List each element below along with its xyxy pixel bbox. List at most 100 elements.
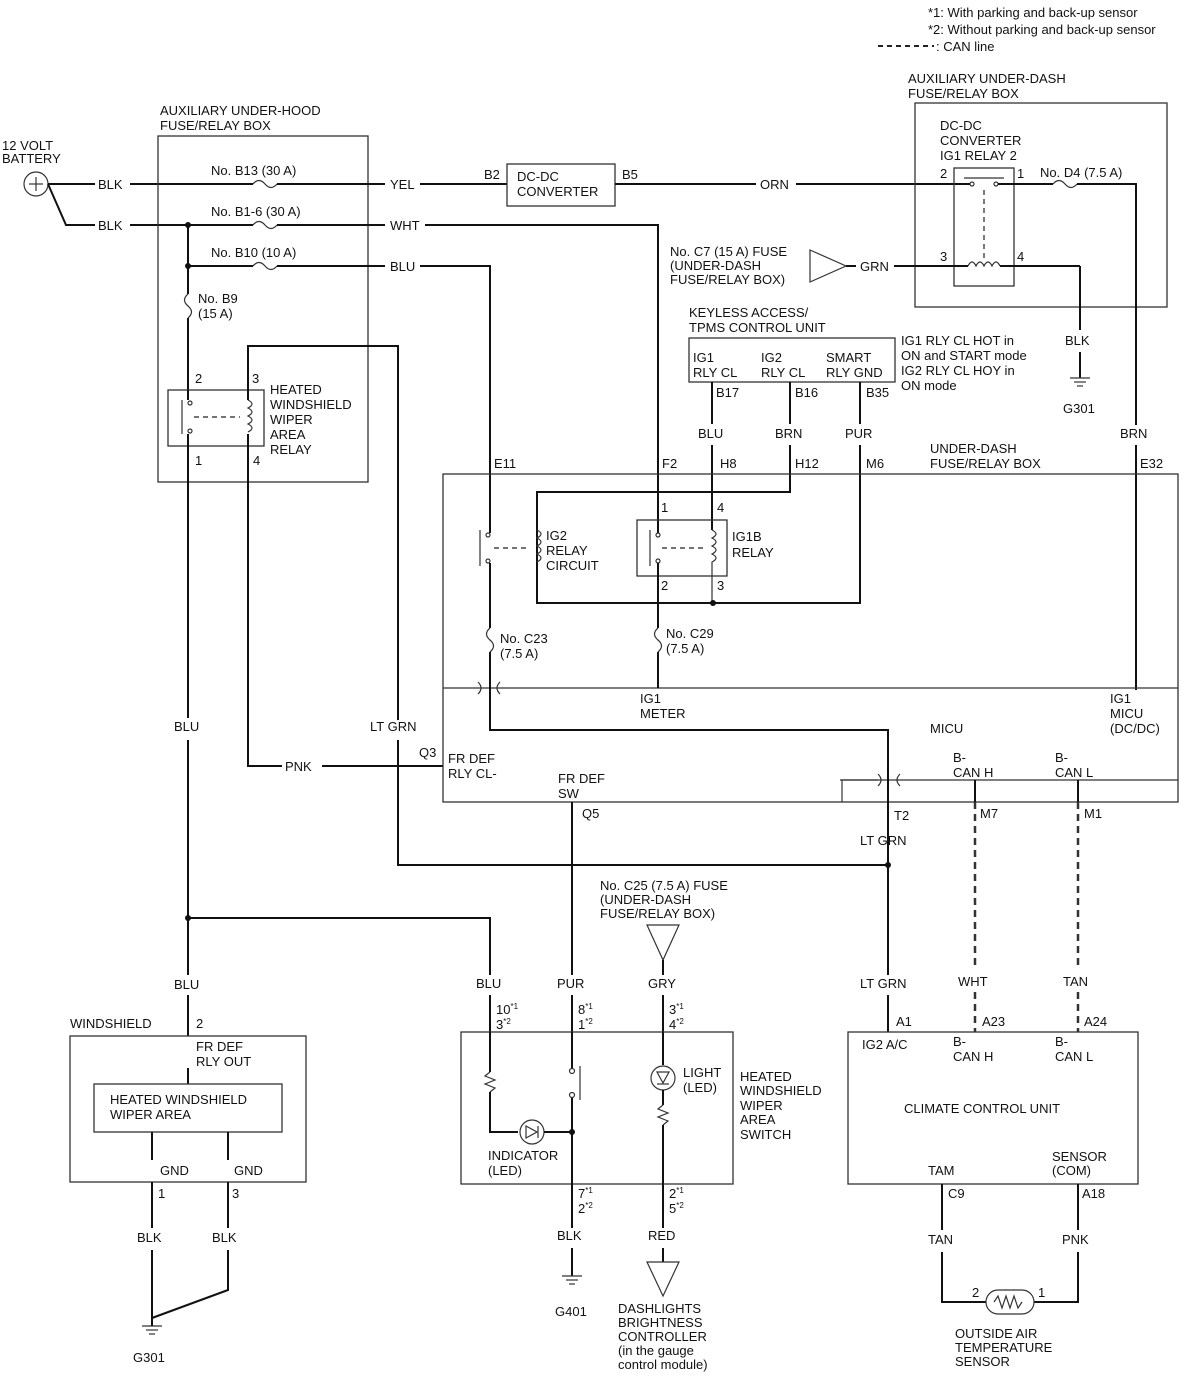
ig2-relay-switch-icon — [479, 530, 491, 566]
fuse-b10-icon — [252, 261, 278, 271]
wire-blk-2: BLK — [98, 218, 123, 233]
ud-pin-t2: T2 — [894, 808, 909, 823]
fuse-b9-label-2: (15 A) — [198, 306, 233, 321]
wire-tan-can: TAN — [1063, 974, 1088, 989]
climate-canh-2: CAN H — [953, 1049, 993, 1064]
wire-wht-can: WHT — [958, 974, 988, 989]
wire-wht: WHT — [390, 218, 420, 233]
fr-def-rly-cl-1: FR DEF — [448, 751, 495, 766]
hood-relay-pin-3: 3 — [252, 371, 259, 386]
wire-blk-ws-3: BLK — [212, 1230, 237, 1245]
wire-red: RED — [648, 1228, 675, 1243]
fuse-c23-icon — [485, 627, 495, 653]
under-dash-title-1: UNDER-DASH — [930, 441, 1017, 456]
wire-brn-right: BRN — [1120, 426, 1147, 441]
aux-relay-pin-4: 4 — [1017, 249, 1024, 264]
ig1b-pin-1: 1 — [661, 500, 668, 515]
ground-icon-g301 — [142, 1318, 162, 1335]
outside-air-temperature-sensor-icon — [985, 1289, 1035, 1315]
bcan-l-ud-2: CAN L — [1055, 765, 1093, 780]
battery-label-1: 12 VOLT — [2, 138, 53, 153]
ground-icon-g401 — [562, 1275, 582, 1285]
aux-under-hood-fuse-box — [157, 135, 369, 483]
wire-yel: YEL — [390, 177, 415, 192]
switch-contact-icon — [568, 1066, 581, 1100]
dashlights-label-2: BRIGHTNESS — [618, 1315, 703, 1330]
windshield-frdef-2: RLY OUT — [196, 1054, 251, 1069]
c25-fuse-label-2: (UNDER-DASH — [600, 892, 691, 907]
light-label-1: LIGHT — [683, 1065, 721, 1080]
switch-pin-3b: 3*1 — [669, 1002, 684, 1017]
light-led-icon — [650, 1065, 676, 1091]
keyless-access-tpms-control-unit — [688, 337, 896, 383]
aux-relay-pin-3: 3 — [940, 249, 947, 264]
switch-pin-2: 2*2 — [578, 1201, 593, 1216]
climate-pin-a18: A18 — [1082, 1186, 1105, 1201]
ig1b-relay-label-1: IG1B — [732, 529, 762, 544]
dashlights-output-icon — [646, 1261, 680, 1298]
hood-relay-switch-icon — [181, 390, 193, 446]
hood-relay-pin-4: 4 — [253, 453, 260, 468]
climate-sensor-1: SENSOR — [1052, 1149, 1107, 1164]
keyless-col2-a: IG2 — [761, 350, 782, 365]
hood-relay-pin-2: 2 — [195, 371, 202, 386]
heated-windshield-wiper-area-element — [93, 1083, 283, 1133]
windshield-title: WINDSHIELD — [70, 1016, 152, 1031]
switch-pin-7: 7*1 — [578, 1186, 593, 1201]
climate-control-unit — [847, 1031, 1139, 1185]
windshield-pin-1: 1 — [158, 1186, 165, 1201]
wire-blu-switch: BLU — [476, 976, 501, 991]
windshield-gnd-1: GND — [160, 1163, 189, 1178]
legend-note-2: *2: Without parking and back-up sensor — [928, 22, 1156, 37]
switch-pin-8: 8*1 — [578, 1002, 593, 1017]
windshield-gnd-3: GND — [234, 1163, 263, 1178]
aux-dash-title-1: AUXILIARY UNDER-DASH — [908, 71, 1066, 86]
wire-pnk-sensor: PNK — [1062, 1232, 1089, 1247]
dcdc-pin-b2: B2 — [484, 167, 500, 182]
c7-fuse-label-3: FUSE/RELAY BOX) — [670, 272, 785, 287]
ig1b-relay-coil-icon — [710, 529, 717, 603]
keyless-note-3: IG2 RLY CL HOY in — [901, 363, 1015, 378]
keyless-note-4: ON mode — [901, 378, 957, 393]
fuse-b9-icon — [183, 293, 193, 319]
ig2-relay-label-1: IG2 — [546, 528, 567, 543]
switch-pin-10: 10*1 — [496, 1002, 519, 1017]
switch-pin-2b: 2*1 — [669, 1186, 684, 1201]
ig1b-pin-3: 3 — [717, 578, 724, 593]
climate-sensor-2: (COM) — [1052, 1163, 1091, 1178]
oat-label-2: TEMPERATURE — [955, 1340, 1053, 1355]
fuse-b13-label: No. B13 (30 A) — [211, 163, 296, 178]
climate-pin-a1: A1 — [896, 1014, 912, 1029]
climate-title: CLIMATE CONTROL UNIT — [904, 1101, 1060, 1116]
ig2-relay-label-3: CIRCUIT — [546, 558, 599, 573]
switch-pin-4: 4*2 — [669, 1017, 684, 1032]
fr-def-sw-1: FR DEF — [558, 771, 605, 786]
keyless-pin-b17: B17 — [716, 385, 739, 400]
ground-icon-top — [1070, 377, 1090, 387]
fuse-b16-label: No. B1-6 (30 A) — [211, 204, 301, 219]
ground-g301-bottom: G301 — [133, 1350, 165, 1365]
ground-g401: G401 — [555, 1304, 587, 1319]
oat-pin-1: 1 — [1038, 1285, 1045, 1300]
fuse-c29-label-2: (7.5 A) — [666, 641, 704, 656]
ud-pin-e32: E32 — [1140, 456, 1163, 471]
ud-pin-m1: M1 — [1084, 806, 1102, 821]
keyless-pin-b35: B35 — [866, 385, 889, 400]
keyless-col3-b: RLY GND — [826, 365, 883, 380]
ig1b-relay-label-2: RELAY — [732, 545, 774, 560]
light-label-2: (LED) — [683, 1080, 717, 1095]
windshield-unit — [69, 1035, 307, 1183]
fr-def-rly-cl-2: RLY CL- — [448, 766, 497, 781]
keyless-col2-b: RLY CL — [761, 365, 805, 380]
dashlights-label-5: control module) — [618, 1357, 708, 1372]
wire-blk-ground: BLK — [1065, 333, 1090, 348]
keyless-col1-a: IG1 — [693, 350, 714, 365]
ig1-meter-2: METER — [640, 706, 686, 721]
switch-title-2: WINDSHIELD — [740, 1083, 822, 1098]
wire-orn: ORN — [760, 177, 789, 192]
aux-dash-relay-2: CONVERTER — [940, 133, 1021, 148]
dcdc-label-1: DC-DC — [517, 169, 559, 184]
fuse-d4-icon — [1052, 179, 1078, 189]
ig1-meter-1: IG1 — [640, 691, 661, 706]
ig1-micu-2: MICU — [1110, 706, 1143, 721]
